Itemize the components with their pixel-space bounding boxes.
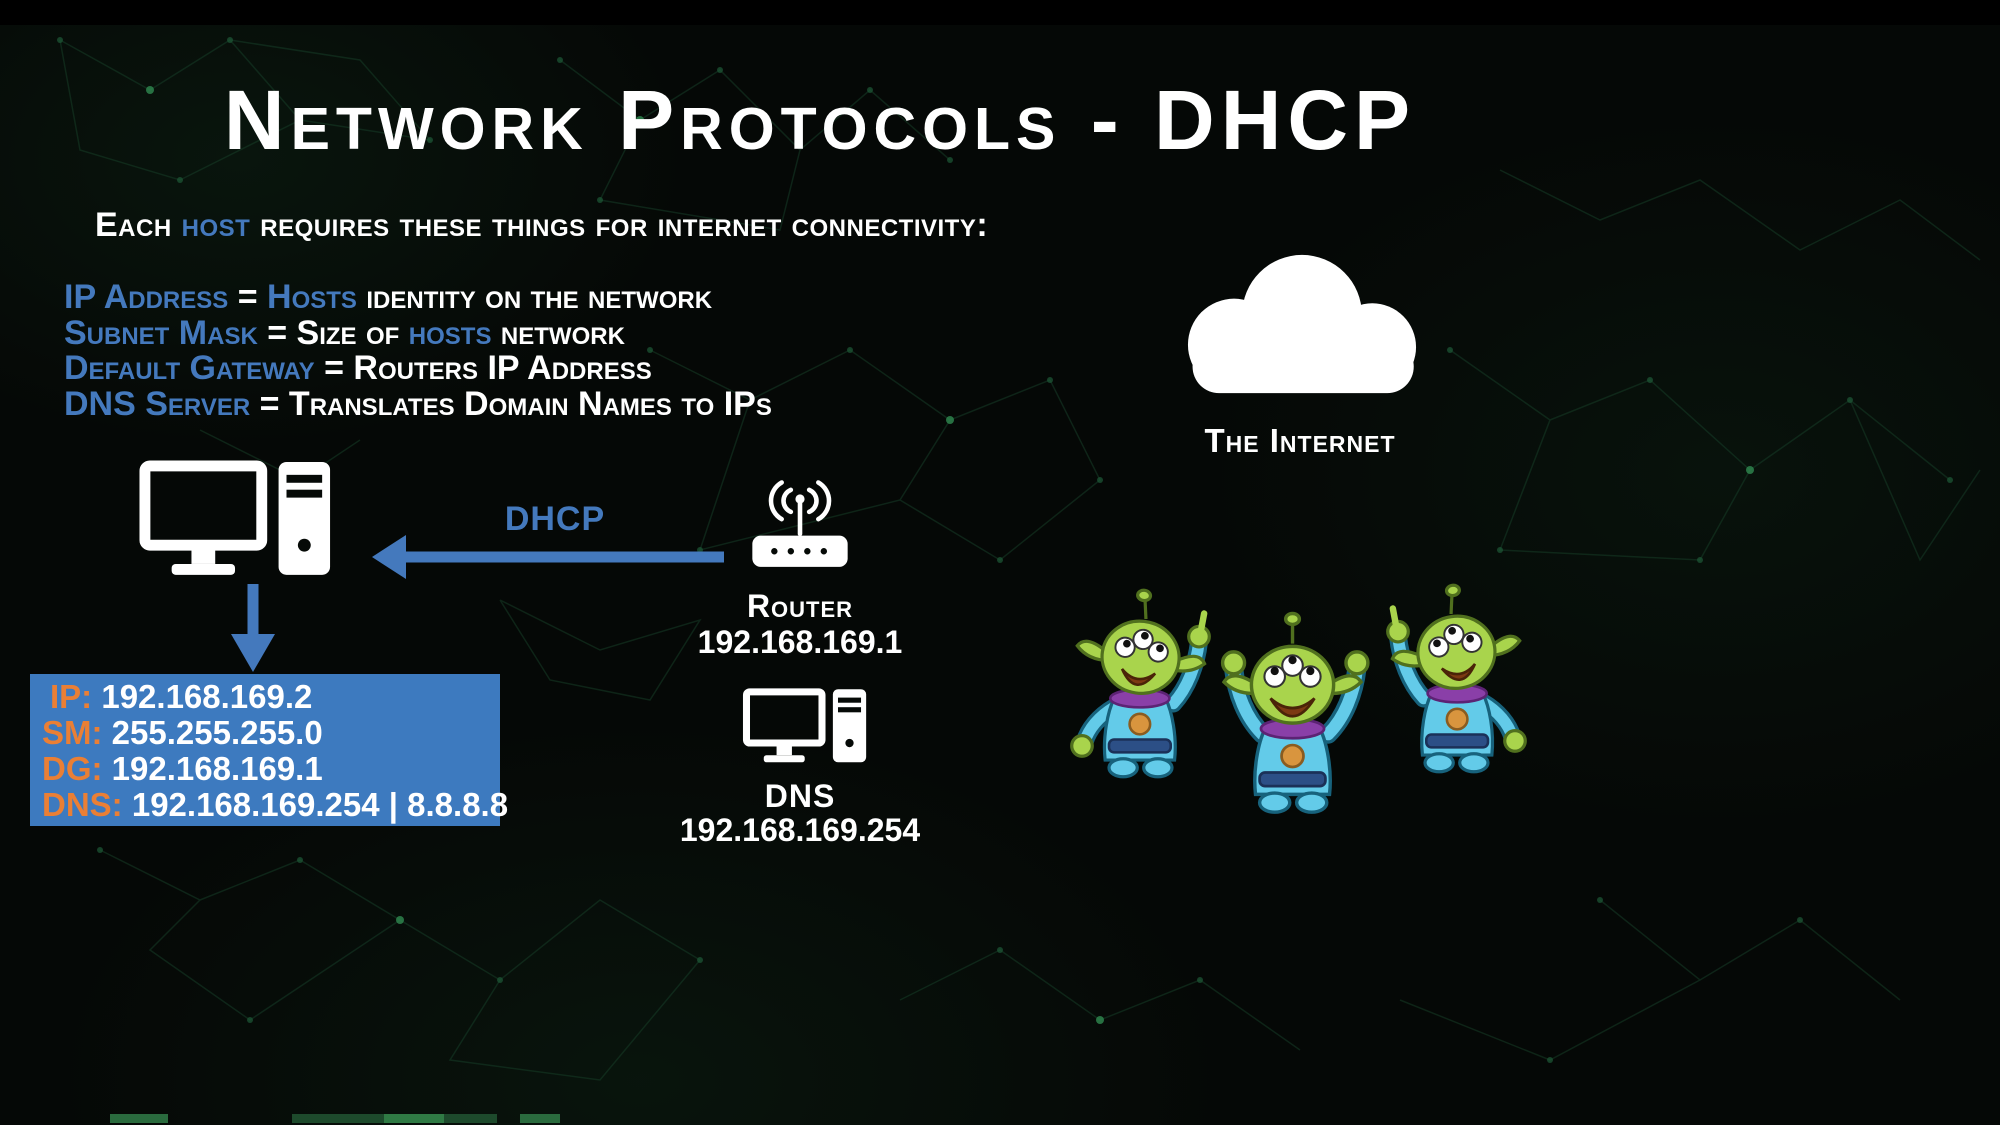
page-title: Network Protocols - DHCP xyxy=(223,73,1417,167)
req-term: hosts xyxy=(408,313,492,352)
requirement-dns-server: DNS Server = Translates Domain Names to … xyxy=(64,384,772,423)
config-row-ip: IP: 192.168.169.2 xyxy=(42,679,500,715)
dns-ip: 192.168.169.254 xyxy=(679,812,921,848)
config-key: DNS: xyxy=(42,786,123,823)
dns-label: DNS xyxy=(764,778,836,814)
config-key: IP: xyxy=(50,678,93,715)
req-term: Default Gateway xyxy=(64,349,315,387)
config-value: 192.168.169.254 | 8.8.8.8 xyxy=(131,786,509,823)
req-term: DNS Server xyxy=(64,384,251,423)
config-row-sm: SM: 255.255.255.0 xyxy=(42,715,500,751)
requirements-list: IP Address = Hosts identity on the netwo… xyxy=(64,278,772,423)
requirement-ip-address: IP Address = Hosts identity on the netwo… xyxy=(64,278,772,316)
req-term: IP Address xyxy=(64,278,229,316)
config-value: 192.168.169.1 xyxy=(111,750,323,787)
req-text: = Routers IP Address xyxy=(314,349,652,387)
intro-text: Each host requires these things for inte… xyxy=(95,206,988,245)
req-text: = xyxy=(228,278,268,316)
dhcp-arrow xyxy=(372,535,724,579)
router-ip: 192.168.169.1 xyxy=(697,624,903,660)
requirement-default-gateway: Default Gateway = Routers IP Address xyxy=(64,349,772,387)
wireless-router-icon xyxy=(752,480,848,567)
dns-computer-icon xyxy=(742,688,867,763)
cloud-icon xyxy=(1187,254,1417,394)
req-text: network xyxy=(491,313,625,352)
internet-label: The Internet xyxy=(1204,422,1396,459)
requirement-subnet-mask: Subnet Mask = Size of hosts network xyxy=(64,313,772,352)
req-text: = Size of xyxy=(257,313,409,352)
desktop-computer-icon xyxy=(139,460,331,575)
config-key: SM: xyxy=(42,714,103,751)
req-term: Hosts xyxy=(267,278,357,316)
intro-highlight-host: host xyxy=(181,206,251,244)
decorative-top-bar xyxy=(0,0,2000,25)
req-term: Subnet Mask xyxy=(64,313,258,352)
host-config-box: IP: 192.168.169.2 SM: 255.255.255.0 DG: … xyxy=(30,674,508,826)
req-text: = Translates Domain Names to IPs xyxy=(250,384,772,423)
intro-part-2: requires these things for internet conne… xyxy=(250,206,989,244)
dhcp-label: DHCP xyxy=(504,500,606,538)
config-value: 192.168.169.2 xyxy=(101,678,313,715)
down-arrow xyxy=(231,584,275,672)
config-value: 255.255.255.0 xyxy=(111,714,323,751)
config-row-dns: DNS: 192.168.169.254 | 8.8.8.8 xyxy=(42,786,508,823)
alien-figure-right xyxy=(1362,580,1542,799)
config-row-dg: DG: 192.168.169.1 xyxy=(42,751,500,787)
router-label: Router xyxy=(746,588,854,624)
intro-part-1: Each xyxy=(95,206,182,244)
config-key: DG: xyxy=(42,750,103,787)
req-text: identity on the network xyxy=(356,278,713,316)
